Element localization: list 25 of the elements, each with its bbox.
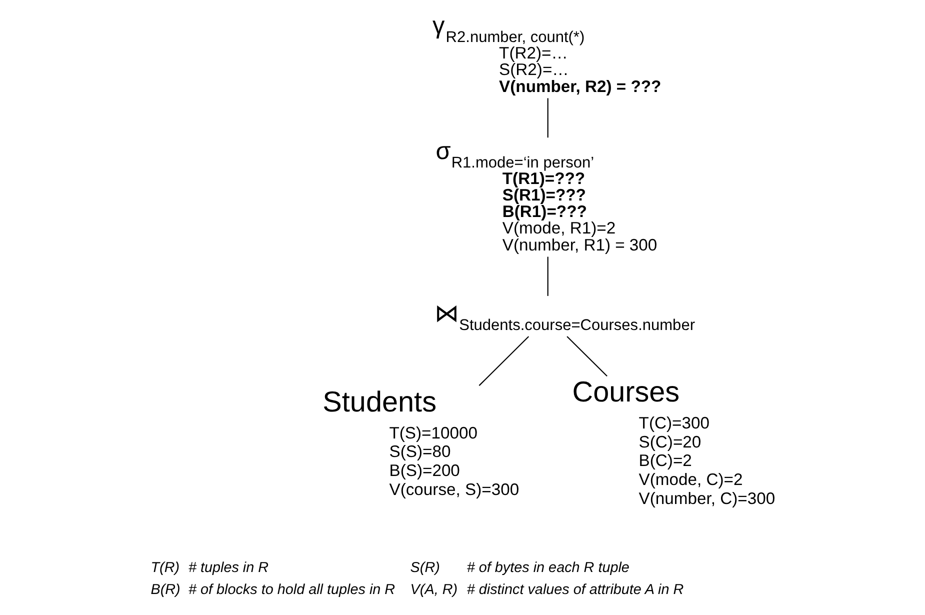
- connector: [478, 336, 529, 386]
- node-label: S(C)=20: [638, 432, 701, 452]
- node-label: T(C)=300: [638, 413, 709, 432]
- node-text: σ$_{R1.mode=‘in person’}$: [435, 138, 594, 172]
- node-text: ⋈$_{Students.course=Courses.number}$: [434, 300, 695, 334]
- connector: [566, 336, 607, 377]
- label: # of blocks to hold all tuples in R: [188, 582, 395, 598]
- node-label: V(mode, C)=2: [638, 470, 742, 489]
- node-label: V(number, C)=300: [638, 488, 775, 508]
- label: S(R): [410, 560, 440, 576]
- node-label: B(C)=2: [638, 451, 692, 470]
- connector: [546, 256, 548, 296]
- label: # tuples in R: [188, 560, 268, 576]
- node-label: T(S)=10000: [388, 423, 478, 442]
- label: V(A, R): [410, 582, 458, 598]
- node-label: V(course, S)=300: [388, 480, 519, 499]
- connector: [546, 98, 548, 138]
- node-label: B(S)=200: [388, 461, 460, 480]
- label: B(R): [150, 582, 180, 598]
- node-label: S(S)=80: [388, 442, 450, 462]
- label: # distinct values of attribute A in R: [466, 582, 684, 598]
- label: # of bytes in each R tuple: [466, 560, 629, 576]
- label: T(R): [150, 560, 180, 576]
- node-text: Students: [322, 386, 436, 419]
- node-text: Courses: [572, 376, 680, 409]
